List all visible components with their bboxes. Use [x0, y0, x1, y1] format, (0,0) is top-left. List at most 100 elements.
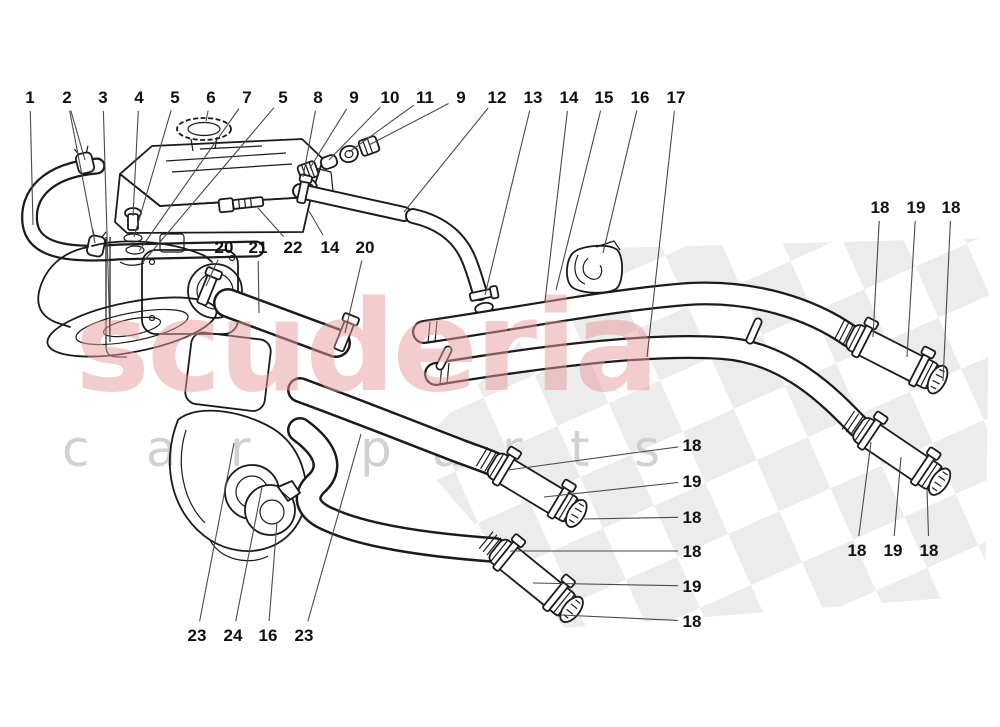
callout-18-30: 18: [510, 542, 701, 561]
leader-line: [560, 614, 679, 621]
leader-line: [205, 259, 219, 287]
callout-16-38: 16: [259, 521, 278, 645]
leader-line: [268, 521, 278, 622]
leader-line: [69, 110, 96, 244]
leader-line: [328, 106, 381, 161]
callout-9-9: 9: [309, 88, 359, 169]
callout-number: 5: [278, 88, 287, 107]
callout-18-29: 18: [583, 508, 702, 527]
hose-15: [412, 281, 862, 348]
leader-line: [138, 108, 240, 252]
callout-22-24: 22: [257, 207, 302, 257]
callout-17-18: 17: [646, 88, 685, 358]
callout-number: 8: [313, 88, 322, 107]
callout-number: 9: [349, 88, 358, 107]
callout-number: 3: [98, 88, 107, 107]
callout-number: 19: [683, 472, 702, 491]
callout-number: 18: [920, 541, 939, 560]
callout-number: 14: [560, 88, 579, 107]
hose-21: [196, 266, 360, 358]
watermark-letter: c: [62, 420, 90, 478]
callout-number: 18: [683, 436, 702, 455]
tank-filler-cap: [176, 117, 232, 152]
leader-line: [257, 260, 260, 314]
leader-line: [344, 260, 363, 334]
callout-14-25: 14: [308, 210, 340, 257]
callout-19-34: 19: [884, 456, 903, 560]
callout-1-0: 1: [25, 88, 35, 226]
callout-5-4: 5: [133, 88, 180, 238]
callout-9-12: 9: [368, 88, 466, 146]
callout-number: 2: [62, 88, 71, 107]
callout-2-1: 2: [62, 88, 96, 244]
hose-14: [292, 173, 412, 222]
leader-line: [307, 433, 362, 622]
callout-number: 6: [206, 88, 215, 107]
callout-23-36: 23: [188, 442, 235, 645]
leader-line: [544, 110, 568, 302]
leader-line: [102, 110, 111, 339]
callout-18-27: 18: [507, 436, 702, 471]
leader-line: [484, 110, 531, 296]
hose-1: [21, 157, 265, 262]
callout-number: 19: [907, 198, 926, 217]
leader-line: [235, 486, 263, 622]
hose-17: [424, 317, 870, 438]
leader-line: [348, 104, 415, 153]
callout-number: 20: [215, 238, 234, 257]
callout-number: 20: [356, 238, 375, 257]
watermark-scuderia: scuderia: [75, 273, 656, 420]
hose-12: [405, 208, 500, 315]
callout-19-28: 19: [543, 472, 702, 498]
leader-line: [132, 110, 139, 217]
callout-23-39: 23: [295, 433, 362, 645]
leader-line: [308, 210, 324, 236]
callout-number: 18: [848, 541, 867, 560]
callout-7-6: 7: [138, 88, 252, 252]
leader-line: [646, 110, 675, 358]
callout-12-13: 12: [403, 88, 507, 213]
leader-line: [893, 456, 902, 537]
callout-number: 12: [488, 88, 507, 107]
callout-14-15: 14: [544, 88, 579, 302]
watermark-letter: a: [146, 420, 177, 478]
callout-number: 19: [884, 541, 903, 560]
rubber-grommet: [244, 480, 301, 536]
coupler-top-right: [833, 316, 949, 395]
callout-18-32: 18: [560, 612, 702, 631]
callout-number: 16: [631, 88, 650, 107]
leader-line: [555, 110, 602, 291]
callout-number: 4: [134, 88, 144, 107]
leader-line: [199, 442, 235, 622]
coupler-mid-lower: [478, 531, 584, 624]
callout-21-23: 21: [249, 238, 268, 314]
callout-number: 7: [242, 88, 251, 107]
callout-number: 18: [683, 508, 702, 527]
leader-line: [583, 516, 679, 520]
callout-20-22: 20: [205, 238, 234, 287]
leader-line: [257, 207, 285, 237]
callout-19-20: 19: [906, 198, 926, 358]
callout-number: 10: [381, 88, 400, 107]
callout-18-35: 18: [920, 488, 939, 560]
callout-number: 18: [942, 198, 961, 217]
callout-13-14: 13: [484, 88, 543, 296]
callout-number: 5: [170, 88, 179, 107]
leader-line: [507, 446, 679, 471]
callout-number: 13: [524, 88, 543, 107]
callout-number: 18: [871, 198, 890, 217]
watermark-car-parts: c a r p a r t s: [62, 420, 660, 478]
callout-number: 18: [683, 612, 702, 631]
callout-11-11: 11: [348, 88, 434, 153]
leader-line: [142, 107, 275, 263]
coupler-mid-upper: [475, 445, 588, 528]
callout-3-2: 3: [98, 88, 111, 339]
callout-number: 23: [188, 626, 207, 645]
callout-number: 9: [456, 88, 465, 107]
callout-number: 23: [295, 626, 314, 645]
callout-8-8: 8: [302, 88, 323, 178]
callout-number: 21: [249, 238, 268, 257]
